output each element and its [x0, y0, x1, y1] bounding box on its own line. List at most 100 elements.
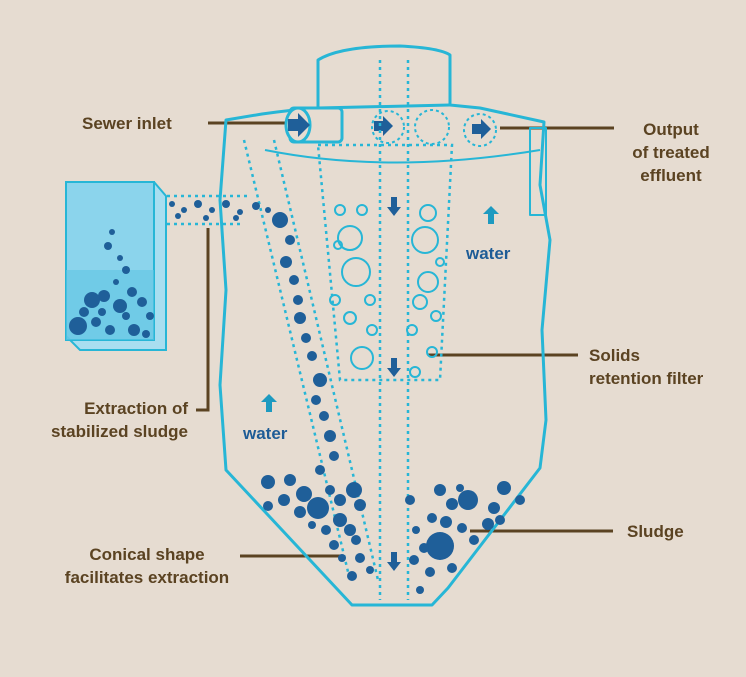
tank-outline: [218, 44, 552, 607]
inlet-arrow-icon: [288, 113, 310, 137]
top-circle-2: [414, 109, 450, 145]
sludge-particle: [84, 292, 100, 308]
sludge-particle: [237, 209, 243, 215]
sludge-particle: [351, 535, 361, 545]
top-circle-1: [371, 110, 405, 144]
sludge-particle: [354, 499, 366, 511]
sludge-particle: [128, 324, 140, 336]
sludge-particle: [194, 200, 202, 208]
sludge-particle: [515, 495, 525, 505]
bubble: [343, 311, 357, 325]
water-label-left: water: [243, 424, 288, 443]
sludge-particle: [419, 543, 429, 553]
sludge-particle: [91, 317, 101, 327]
sludge-particle: [278, 494, 290, 506]
label-sewer-inlet: Sewer inlet: [82, 114, 172, 133]
sludge-particle: [325, 485, 335, 495]
sludge-particle: [175, 213, 181, 219]
sludge-particle: [321, 525, 331, 535]
sludge-particle: [333, 513, 347, 527]
sludge-particle: [301, 333, 311, 343]
label-conical-line-1: Conical shape: [89, 545, 205, 564]
sludge-particle: [117, 255, 123, 261]
tank: [218, 44, 552, 607]
label-sludge: Sludge: [627, 522, 684, 541]
leader-lines: [196, 121, 614, 558]
sludge-particles: [69, 200, 525, 594]
sludge-particle: [458, 490, 478, 510]
sludge-particle: [311, 395, 321, 405]
sludge-particle: [79, 307, 89, 317]
sludge-particle: [315, 465, 325, 475]
bubble: [411, 226, 439, 254]
sludge-particle: [355, 553, 365, 563]
bubble: [419, 204, 437, 222]
sludge-particle: [427, 513, 437, 523]
leader-line-extraction: [196, 228, 210, 412]
bubble: [341, 257, 371, 287]
outlet-pipe: [529, 127, 547, 216]
sludge-particle: [98, 308, 106, 316]
down-arrow-icon: [387, 552, 401, 571]
sludge-particle: [405, 495, 415, 505]
label-output-line-2: of treated: [632, 143, 710, 162]
bubble: [409, 366, 421, 378]
sludge-particle: [294, 506, 306, 518]
output-arrow-icon: [472, 119, 491, 139]
sludge-particle: [293, 295, 303, 305]
label-extraction: Extraction of stabilized sludge: [22, 397, 188, 443]
sludge-particle: [284, 474, 296, 486]
sludge-particle: [98, 290, 110, 302]
bubble: [426, 346, 438, 358]
sludge-particle: [203, 215, 209, 221]
sludge-particle: [447, 563, 457, 573]
sludge-particle: [308, 521, 316, 529]
sludge-particle: [181, 207, 187, 213]
sludge-particle: [334, 494, 346, 506]
sludge-particle: [307, 351, 317, 361]
label-conical-line-2: facilitates extraction: [64, 568, 230, 587]
label-solids-line-2: retention filter: [589, 369, 704, 388]
sludge-particle: [469, 535, 479, 545]
sludge-particle: [209, 207, 215, 213]
sludge-particle: [457, 523, 467, 533]
sludge-particle: [338, 554, 346, 562]
sludge-particle: [307, 497, 329, 519]
sludge-particle: [426, 532, 454, 560]
sludge-particle: [294, 312, 306, 324]
sludge-particle: [280, 256, 292, 268]
sludge-particle: [497, 481, 511, 495]
sludge-particle: [252, 202, 260, 210]
sludge-particle: [319, 411, 329, 421]
sludge-particle: [416, 586, 424, 594]
label-solids-filter: Solids retention filter: [589, 344, 703, 390]
bubble: [406, 324, 418, 336]
sludge-particle: [289, 275, 299, 285]
bubble: [435, 257, 445, 267]
sludge-particle: [366, 566, 374, 574]
label-conical: Conical shape facilitates extraction: [38, 543, 256, 589]
sludge-particle: [122, 266, 130, 274]
sludge-particle: [425, 567, 435, 577]
bubble: [366, 324, 378, 336]
inclined-tube-left: [242, 139, 352, 581]
filter-bubbles: [329, 204, 445, 378]
bubble: [417, 271, 439, 293]
sludge-particle: [272, 212, 288, 228]
sludge-particle: [127, 287, 137, 297]
sludge-particle: [109, 229, 115, 235]
sludge-particle: [105, 325, 115, 335]
sludge-particle: [329, 540, 339, 550]
bubble: [364, 294, 376, 306]
bubble: [337, 225, 363, 251]
sludge-particle: [434, 484, 446, 496]
sludge-particle: [482, 518, 494, 530]
sludge-particle: [113, 279, 119, 285]
sludge-particle: [324, 430, 336, 442]
label-solids-line-1: Solids: [589, 346, 641, 365]
bubble: [329, 294, 341, 306]
sludge-particle: [296, 486, 312, 502]
bubble: [350, 346, 374, 370]
sludge-particle: [69, 317, 87, 335]
solids-retention-filter: [160, 60, 454, 600]
